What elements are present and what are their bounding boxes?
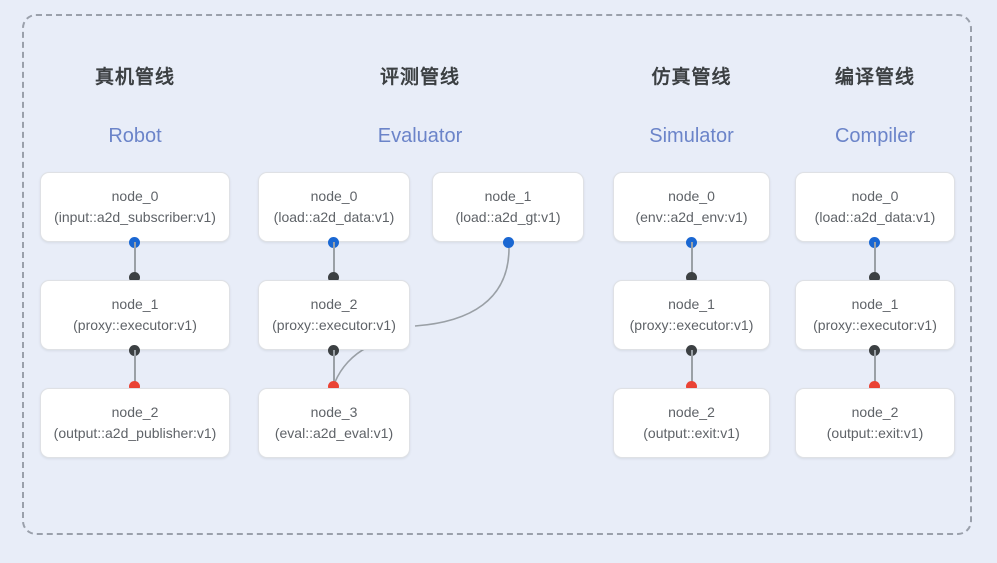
link-compiler-1-2 (874, 350, 876, 386)
node-robot-1[interactable]: node_1 (proxy::executor:v1) (40, 280, 230, 350)
port-in-evaluator-2[interactable] (328, 272, 339, 283)
port-in-simulator-2[interactable] (686, 381, 697, 392)
node-id: node_0 (851, 188, 899, 204)
link-robot-0-1 (134, 242, 136, 278)
node-evaluator-1[interactable]: node_1 (load::a2d_gt:v1) (432, 172, 584, 242)
port-in-simulator-1[interactable] (686, 272, 697, 283)
node-kind: (proxy::executor:v1) (272, 317, 396, 333)
link-compiler-0-1 (874, 242, 876, 278)
node-simulator-2[interactable]: node_2 (output::exit:v1) (613, 388, 770, 458)
node-kind: (load::a2d_data:v1) (273, 209, 395, 225)
node-simulator-1[interactable]: node_1 (proxy::executor:v1) (613, 280, 770, 350)
node-kind: (output::exit:v1) (826, 425, 924, 441)
node-kind: (load::a2d_data:v1) (814, 209, 936, 225)
node-id: node_3 (310, 404, 358, 420)
port-in-robot-2[interactable] (129, 381, 140, 392)
node-kind: (proxy::executor:v1) (629, 317, 754, 333)
node-id: node_2 (310, 296, 358, 312)
column-title-cn-compiler: 编译管线 (834, 67, 915, 88)
port-in-compiler-1[interactable] (869, 272, 880, 283)
link-simulator-1-2 (691, 350, 693, 386)
column-title-cn-evaluator: 评测管线 (379, 67, 460, 88)
node-kind: (proxy::executor:v1) (813, 317, 937, 333)
node-compiler-1[interactable]: node_1 (proxy::executor:v1) (795, 280, 955, 350)
node-simulator-0[interactable]: node_0 (env::a2d_env:v1) (613, 172, 770, 242)
column-title-cn-simulator: 仿真管线 (651, 67, 732, 88)
node-kind: (eval::a2d_eval:v1) (274, 425, 394, 441)
link-simulator-0-1 (691, 242, 693, 278)
node-compiler-2[interactable]: node_2 (output::exit:v1) (795, 388, 955, 458)
column-title-en-simulator: Simulator (649, 125, 734, 147)
link-robot-1-2 (134, 350, 136, 386)
node-kind: (env::a2d_env:v1) (635, 209, 748, 225)
node-id: node_1 (668, 296, 715, 312)
node-id: node_1 (851, 296, 899, 312)
column-title-en-robot: Robot (108, 125, 162, 147)
node-evaluator-0[interactable]: node_0 (load::a2d_data:v1) (258, 172, 410, 242)
node-kind: (output::a2d_publisher:v1) (53, 425, 217, 441)
node-robot-0[interactable]: node_0 (input::a2d_subscriber:v1) (40, 172, 230, 242)
node-kind: (input::a2d_subscriber:v1) (54, 209, 216, 225)
node-kind: (proxy::executor:v1) (73, 317, 197, 333)
column-title-cn-robot: 真机管线 (94, 67, 175, 88)
node-kind: (output::exit:v1) (643, 425, 740, 441)
port-in-robot-1[interactable] (129, 272, 140, 283)
port-out-evaluator-1[interactable] (503, 237, 514, 248)
node-id: node_0 (111, 188, 159, 204)
node-id: node_1 (484, 188, 532, 204)
node-robot-2[interactable]: node_2 (output::a2d_publisher:v1) (40, 388, 230, 458)
node-evaluator-2[interactable]: node_2 (proxy::executor:v1) (258, 280, 410, 350)
node-id: node_2 (668, 404, 715, 420)
pipeline-group-border (22, 14, 972, 535)
port-in-compiler-2[interactable] (869, 381, 880, 392)
link-evaluator-2-3 (333, 350, 335, 386)
node-id: node_2 (111, 404, 159, 420)
node-kind: (load::a2d_gt:v1) (455, 209, 561, 225)
node-compiler-0[interactable]: node_0 (load::a2d_data:v1) (795, 172, 955, 242)
port-in-evaluator-3[interactable] (328, 381, 339, 392)
node-id: node_0 (310, 188, 358, 204)
node-id: node_0 (668, 188, 715, 204)
node-id: node_1 (111, 296, 159, 312)
node-id: node_2 (851, 404, 899, 420)
column-title-en-compiler: Compiler (834, 125, 916, 147)
link-evaluator-0-2 (333, 242, 335, 278)
node-evaluator-3[interactable]: node_3 (eval::a2d_eval:v1) (258, 388, 410, 458)
column-title-en-evaluator: Evaluator (377, 125, 463, 147)
